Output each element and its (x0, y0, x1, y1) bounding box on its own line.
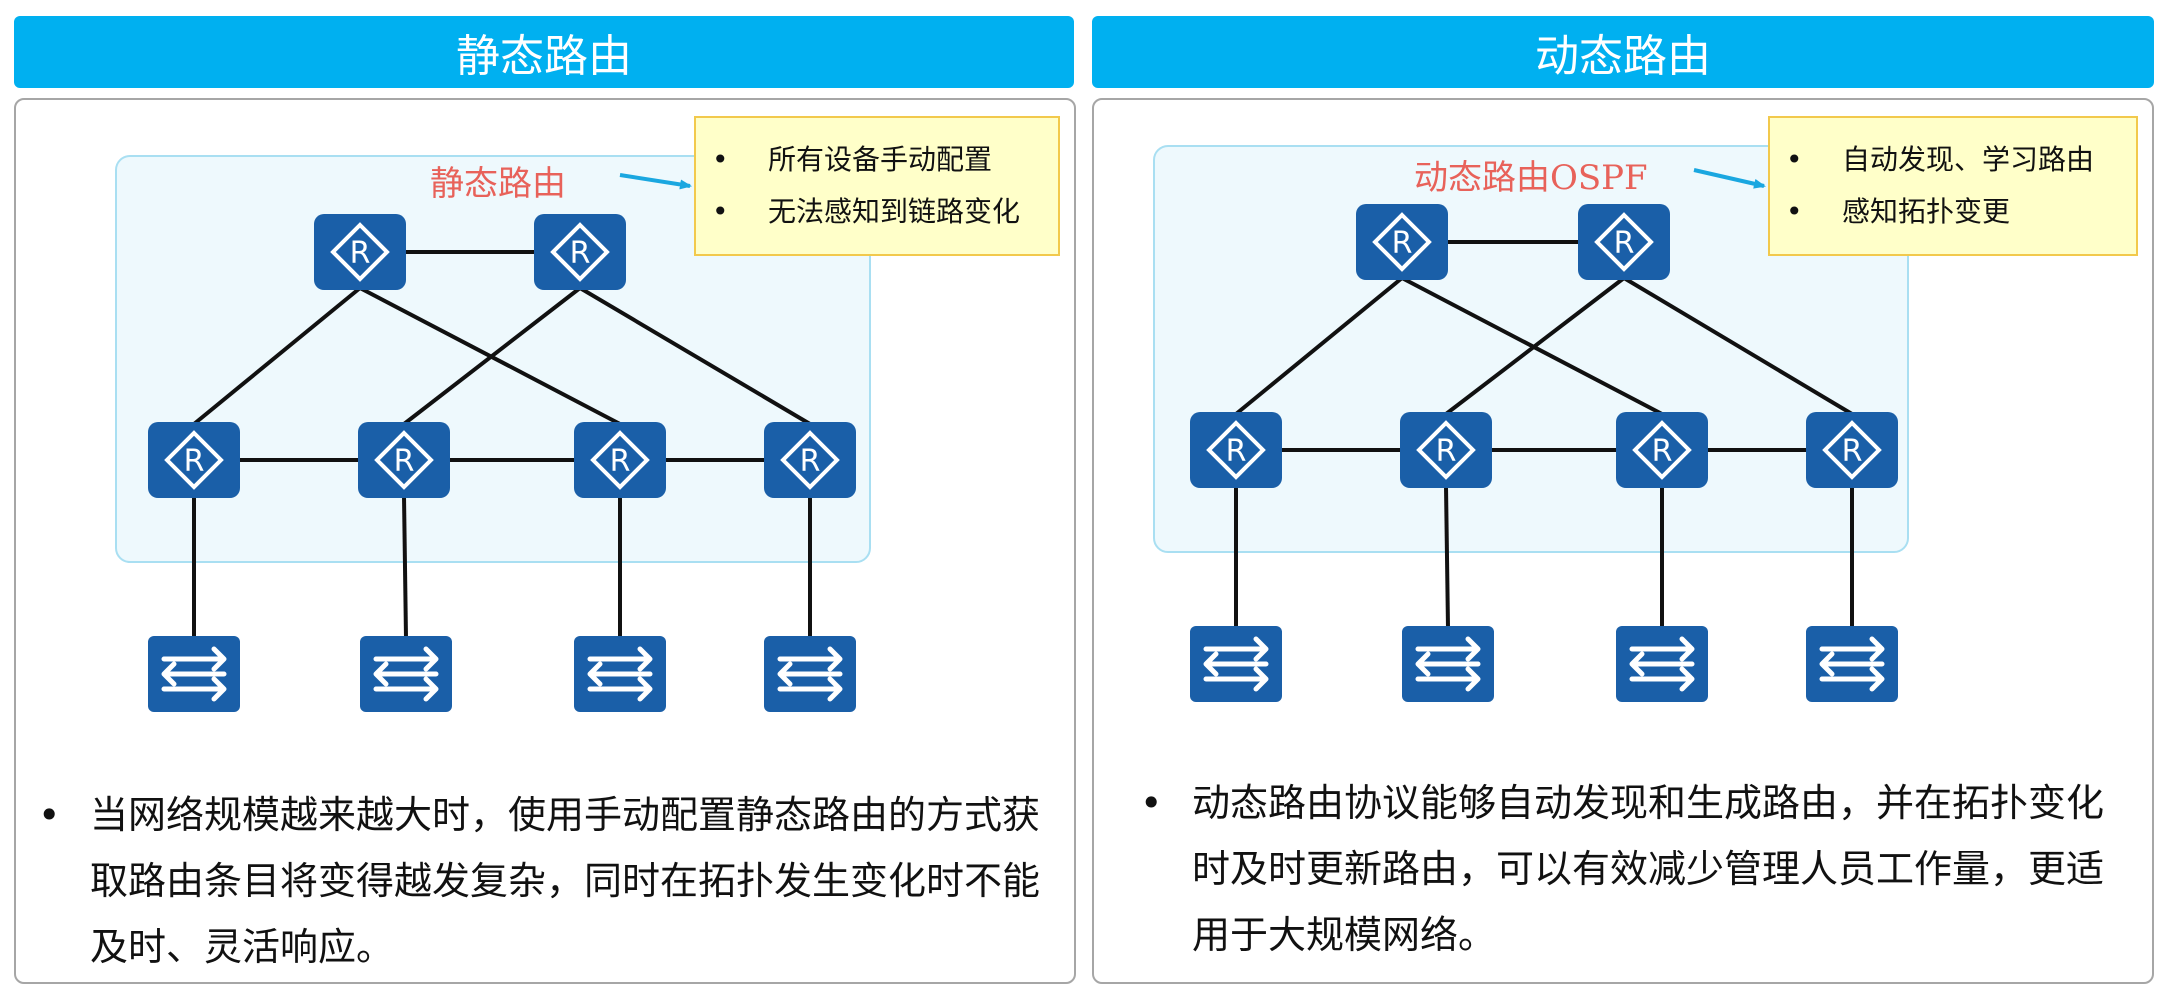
switch-icon (1806, 626, 1898, 702)
switch-icon (1190, 626, 1282, 702)
right-callout-item: 感知拓扑变更 (1770, 186, 2136, 238)
router-glyph: R (800, 444, 821, 479)
router-icon: R (1356, 204, 1448, 280)
left-callout: 所有设备手动配置 无法感知到链路变化 (694, 116, 1060, 256)
left-network-diagram: R R R R R R (115, 155, 871, 712)
router-icon: R (574, 422, 666, 498)
left-header: 静态路由 (14, 16, 1074, 88)
callout-arrow (619, 173, 692, 190)
router-icon: R (1616, 412, 1708, 488)
router-glyph: R (394, 444, 415, 479)
router-glyph: R (610, 444, 631, 479)
switch-icon (764, 636, 856, 712)
router-glyph: R (1842, 434, 1863, 469)
left-callout-item: 无法感知到链路变化 (696, 186, 1058, 238)
bullet-icon: • (1140, 781, 1163, 825)
network-link (1444, 276, 1626, 416)
left-header-title: 静态路由 (456, 31, 632, 82)
right-zone-label: 动态路由OSPF (1414, 158, 1648, 198)
bullet-icon: • (38, 793, 61, 837)
router-glyph: R (1652, 434, 1673, 469)
router-icon: R (534, 214, 626, 290)
right-header-title: 动态路由 (1535, 31, 1711, 82)
network-link (1622, 276, 1854, 416)
right-callout: 自动发现、学习路由 感知拓扑变更 (1768, 116, 2138, 256)
router-icon: R (358, 422, 450, 498)
left-description: • 当网络规模越来越大时，使用手动配置静态路由的方式获取路由条目将变得越发复杂，… (38, 782, 1050, 980)
router-icon: R (148, 422, 240, 498)
router-icon: R (1578, 204, 1670, 280)
router-icon: R (314, 214, 406, 290)
router-glyph: R (350, 236, 371, 271)
left-callout-item: 所有设备手动配置 (696, 134, 1058, 186)
router-glyph: R (1392, 226, 1413, 261)
network-link (192, 286, 362, 426)
network-link (1444, 485, 1450, 629)
switch-icon (1616, 626, 1708, 702)
router-icon: R (1190, 412, 1282, 488)
right-header: 动态路由 (1092, 16, 2154, 88)
network-link (402, 286, 582, 426)
switch-icon (360, 636, 452, 712)
network-link (1234, 276, 1404, 416)
callout-arrow (1693, 168, 1766, 189)
right-panel: R R R R R R 动态路由OSPF 自动发现、学习路由 感知拓扑变更 • 动态路由协… (1092, 98, 2154, 984)
router-glyph: R (1614, 226, 1635, 261)
router-icon: R (764, 422, 856, 498)
left-zone-label: 静态路由 (430, 164, 566, 204)
router-icon: R (1806, 412, 1898, 488)
switch-icon (1402, 626, 1494, 702)
right-description: • 动态路由协议能够自动发现和生成路由，并在拓扑变化时及时更新路由，可以有效减少… (1140, 770, 2132, 968)
router-glyph: R (184, 444, 205, 479)
router-glyph: R (1226, 434, 1247, 469)
switch-icon (574, 636, 666, 712)
network-link (402, 495, 408, 639)
right-callout-item: 自动发现、学习路由 (1770, 134, 2136, 186)
router-glyph: R (570, 236, 591, 271)
router-icon: R (1400, 412, 1492, 488)
right-network-diagram: R R R R R R (1153, 145, 1909, 702)
right-description-text: 动态路由协议能够自动发现和生成路由，并在拓扑变化时及时更新路由，可以有效减少管理… (1192, 781, 2105, 957)
router-glyph: R (1436, 434, 1457, 469)
left-description-text: 当网络规模越来越大时，使用手动配置静态路由的方式获取路由条目将变得越发复杂，同时… (90, 793, 1041, 969)
left-panel: R R R R R R 静态路由 所有设备手动配置 无法感知到链路变化 • 当网络规模越来… (14, 98, 1076, 984)
switch-icon (148, 636, 240, 712)
network-link (578, 286, 812, 426)
